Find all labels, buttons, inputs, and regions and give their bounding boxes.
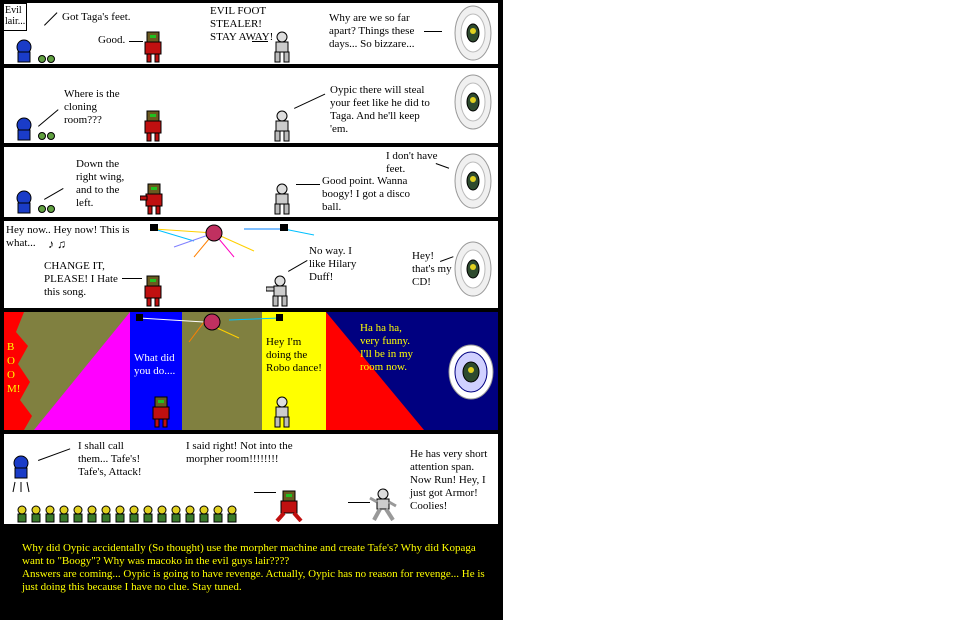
comic-panel-6: I shall call them... Tafe's! Tafe's, Att… <box>4 434 498 524</box>
boom-text: BOOM! <box>7 341 21 395</box>
speech-tail <box>122 278 142 279</box>
white-robot-character <box>274 110 290 142</box>
white-robot-character <box>274 183 290 215</box>
speech-line: Got Taga's feet. <box>62 11 131 23</box>
white-robot-character <box>266 275 288 307</box>
portal-spiral-icon <box>454 153 492 209</box>
lair-sign: Evil lair... <box>4 3 27 31</box>
portal-spiral-icon <box>454 241 492 297</box>
white-robot-running <box>369 488 397 522</box>
blue-character <box>16 190 32 214</box>
speech-tail <box>44 12 58 26</box>
speech-line: CHANGE IT, PLEASE! I Hate this song. <box>44 260 118 298</box>
comic-panel-2: Where is the cloning room??? Oypic there… <box>4 68 498 143</box>
speech-line: He has very short attention span. Now Ru… <box>410 448 488 512</box>
panel-5-background <box>4 312 498 430</box>
speech-tail <box>38 109 59 127</box>
speech-line: Good point. Wanna boogy! I got a disco b… <box>322 175 410 213</box>
green-blobs <box>38 205 55 213</box>
speech-line: Where is the cloning room??? <box>64 88 120 126</box>
speech-tail <box>252 41 268 42</box>
red-robot-running <box>275 490 303 522</box>
speech-line: Down the right wing, and to the left. <box>76 158 125 209</box>
speech-line: I said right! Not into the morpher room!… <box>186 440 293 465</box>
green-blobs <box>38 132 55 140</box>
portal-spiral-icon <box>454 74 492 130</box>
blue-character <box>16 117 32 141</box>
speech-tail <box>348 502 370 503</box>
speech-line: Hey I'm doing the Robo dance! <box>266 336 322 374</box>
speech-tail <box>129 41 143 42</box>
caption-paragraph: Answers are coming... Oypic is going to … <box>22 568 485 593</box>
speech-tail <box>254 492 276 493</box>
white-robot-character <box>274 31 290 63</box>
comic-panel-3: Down the right wing, and to the left. Go… <box>4 147 498 217</box>
comic-strip: Evil lair... Got Taga's feet. Good. EVIL… <box>0 0 503 620</box>
caption-paragraph: Why did Oypic accidentally (So thought) … <box>22 542 476 567</box>
speech-tail <box>296 184 320 185</box>
speech-line: I shall call them... Tafe's! Tafe's, Att… <box>78 440 142 478</box>
comic-panel-1: Evil lair... Got Taga's feet. Good. EVIL… <box>4 3 498 64</box>
caption-text: Why did Oypic accidentally (So thought) … <box>22 542 492 594</box>
music-notes-icon: ♪ ♫ <box>48 237 66 251</box>
red-robot-character <box>144 110 162 142</box>
speech-tail <box>44 188 64 200</box>
green-blobs <box>38 55 55 63</box>
speech-tail <box>294 93 326 109</box>
speech-line: Hey now.. Hey now! This is what... <box>6 224 130 249</box>
blue-character <box>12 455 30 493</box>
red-robot-character <box>144 275 162 307</box>
white-robot-character <box>274 396 290 428</box>
portal-spiral-icon <box>454 5 492 61</box>
comic-panel-4: Hey now.. Hey now! This is what... ♪ ♫ C… <box>4 221 498 308</box>
speech-tail <box>288 260 308 272</box>
red-robot-character <box>152 396 170 428</box>
speech-line: What did you do.... <box>134 352 176 377</box>
speech-line: Ha ha ha, very funny. I'll be in my room… <box>360 322 414 373</box>
speech-tail <box>424 31 442 32</box>
red-robot-character <box>144 31 162 63</box>
speech-line: Hey! that's my CD! <box>412 250 452 288</box>
comic-panel-5: BOOM! What did you do.... Hey I'm doing … <box>4 312 498 430</box>
blue-character <box>16 39 32 63</box>
tafe-army <box>17 505 237 523</box>
speech-line: Good. <box>98 34 126 46</box>
speech-line: EVIL FOOT STEALER! STAY AWAY! <box>210 5 274 43</box>
portal-spiral-icon <box>448 344 494 400</box>
speech-line: Why are we so far apart? Things these da… <box>329 12 415 50</box>
speech-line: Oypic there will steal your feet like he… <box>330 84 430 135</box>
speech-line: I don't have feet. <box>386 150 438 175</box>
red-robot-character <box>140 183 163 215</box>
speech-line: No way. I like Hilary Duff! <box>309 245 357 283</box>
disco-lights <box>150 224 315 258</box>
speech-tail <box>38 448 71 461</box>
